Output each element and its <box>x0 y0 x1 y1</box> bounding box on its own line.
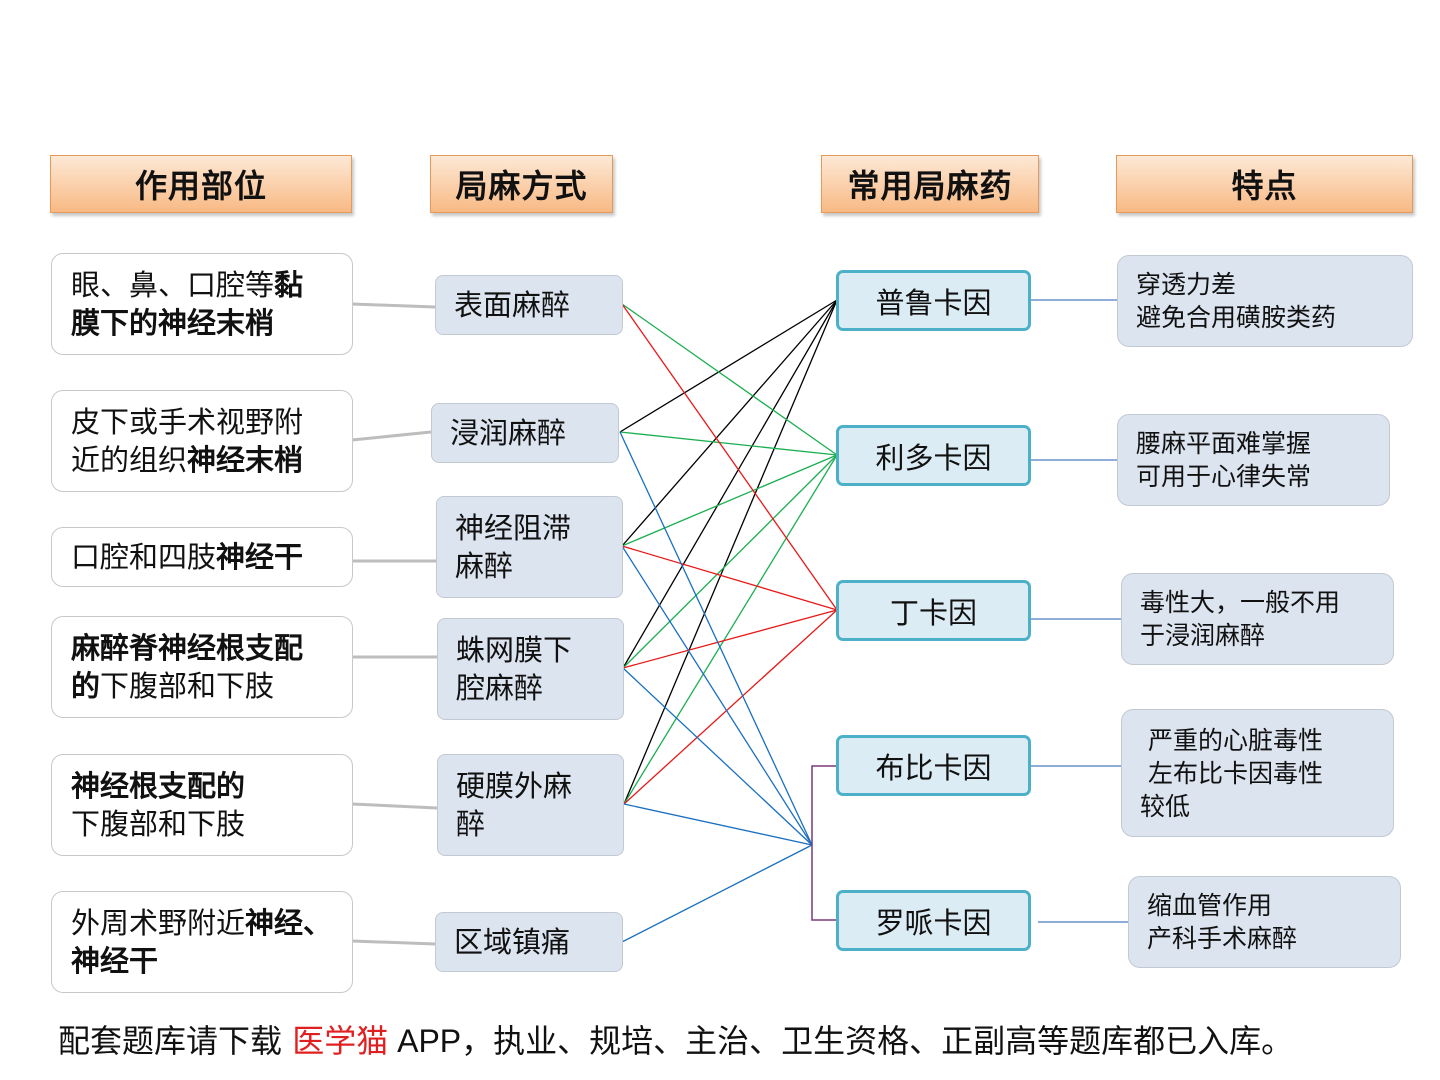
header-site: 作用部位 <box>50 155 352 213</box>
lidocaine-link-line <box>621 454 838 547</box>
site-box-mucosa: 眼、鼻、口腔等黏 膜下的神经末梢 <box>51 253 353 355</box>
feature-procaine: 穿透力差 避免合用磺胺类药 <box>1117 255 1413 347</box>
method-label: 神经阻滞 <box>455 511 572 545</box>
site-box-nerve-root: 神经根支配的 下腹部和下肢 <box>51 754 353 856</box>
header-method: 局麻方式 <box>430 155 613 213</box>
site-text-bold: 神经、 <box>245 906 333 940</box>
site-text-bold: 黏 <box>274 268 304 302</box>
tetracaine-link-line <box>621 545 838 611</box>
method-label: 浸润麻醉 <box>450 416 567 450</box>
feature-tetracaine: 毒性大，一般不用 于浸润麻醉 <box>1121 573 1394 665</box>
bupivacaine-ropivacaine-link-line <box>621 545 813 846</box>
feature-ropivacaine: 缩血管作用 产科手术麻醉 <box>1128 876 1401 968</box>
lidocaine-link-line <box>619 431 838 456</box>
method-label: 表面麻醉 <box>454 288 571 322</box>
method-regional: 区域镇痛 <box>435 912 623 972</box>
site-box-spinal-root: 麻醉脊神经根支配 的下腹部和下肢 <box>51 616 353 718</box>
footer-app-text: APP <box>388 1023 462 1059</box>
lidocaine-link-line <box>622 454 838 669</box>
tetracaine-link-line <box>623 609 838 805</box>
footer-promo: 配套题库请下载 医学猫 APP，执业、规培、主治、卫生资格、正副高等题库都已入库… <box>58 1016 1440 1062</box>
method-infiltration: 浸润麻醉 <box>431 403 619 463</box>
feature-lidocaine: 腰麻平面难掌握 可用于心律失常 <box>1117 414 1390 506</box>
site-text-bold: 的 <box>71 669 101 703</box>
procaine-link-line <box>622 299 838 669</box>
site-text-bold: 神经根支配的 <box>71 769 246 803</box>
feature-line: 穿透力差 <box>1136 270 1237 299</box>
site-text: 皮下或手术视野附 <box>71 405 304 439</box>
drug-procaine: 普鲁卡因 <box>836 270 1031 331</box>
feature-line: 严重的心脏毒性 <box>1140 725 1323 755</box>
site-box-nerve-trunk: 口腔和四肢神经干 <box>51 527 353 587</box>
drug-lidocaine: 利多卡因 <box>836 425 1031 486</box>
site-method-connector <box>351 939 436 946</box>
site-text: 下腹部和下肢 <box>71 807 246 841</box>
lidocaine-link-line <box>623 454 838 805</box>
site-text: 外周术野附近 <box>71 906 246 940</box>
feature-line: 缩血管作用 <box>1147 891 1273 920</box>
feature-line: 避免合用磺胺类药 <box>1136 303 1337 332</box>
drug-group-bracket <box>811 765 836 921</box>
site-box-subcutaneous: 皮下或手术视野附 近的组织神经末梢 <box>51 390 353 492</box>
tetracaine-link-line <box>621 303 838 611</box>
bupivacaine-ropivacaine-link-line <box>621 844 813 943</box>
feature-line: 较低 <box>1140 791 1191 821</box>
method-nerve-block: 神经阻滞麻醉 <box>436 496 623 598</box>
method-label: 蛛网膜下 <box>456 633 573 667</box>
site-method-connector <box>351 802 438 810</box>
site-method-connector <box>351 430 432 442</box>
procaine-link-line <box>619 299 838 433</box>
header-drug: 常用局麻药 <box>821 155 1039 213</box>
footer-text: ，执业、规培、主治、卫生资格、正副高等题库都已入库。 <box>461 1022 1294 1060</box>
method-label: 腔麻醉 <box>456 671 544 705</box>
site-text-bold: 膜下的神经末梢 <box>71 306 275 340</box>
feature-line: 于浸润麻醉 <box>1140 621 1266 650</box>
footer-text: 配套题库请下载 <box>58 1022 293 1060</box>
site-text-bold: 神经末梢 <box>187 443 304 477</box>
method-label: 区域镇痛 <box>454 925 571 959</box>
site-text-bold: 神经干 <box>71 944 159 978</box>
feature-line: 毒性大，一般不用 <box>1140 588 1341 617</box>
bupivacaine-ropivacaine-link-line <box>619 431 813 846</box>
bupivacaine-ropivacaine-link-line <box>623 803 813 846</box>
method-label: 硬膜外麻 <box>456 769 573 803</box>
lidocaine-link-line <box>621 303 838 456</box>
site-box-peripheral: 外周术野附近神经、 神经干 <box>51 891 353 993</box>
site-method-connector <box>351 302 436 309</box>
drug-tetracaine: 丁卡因 <box>836 580 1031 641</box>
method-surface: 表面麻醉 <box>435 275 623 335</box>
method-subarachnoid: 蛛网膜下腔麻醉 <box>437 618 624 720</box>
method-epidural: 硬膜外麻醉 <box>437 754 624 856</box>
site-text: 下腹部和下肢 <box>100 669 275 703</box>
feature-line: 腰麻平面难掌握 <box>1136 429 1312 458</box>
drug-bupivacaine: 布比卡因 <box>836 735 1031 796</box>
tetracaine-link-line <box>622 609 838 669</box>
bupivacaine-ropivacaine-link-line <box>622 667 813 846</box>
method-label: 醉 <box>456 807 486 841</box>
site-text: 口腔和四肢 <box>71 540 217 574</box>
site-text-bold: 麻醉脊神经根支配 <box>71 631 304 665</box>
procaine-link-line <box>623 299 838 805</box>
procaine-link-line <box>621 299 838 547</box>
header-feature: 特点 <box>1116 155 1413 213</box>
feature-line: 可用于心律失常 <box>1136 462 1312 491</box>
drug-ropivacaine: 罗哌卡因 <box>836 890 1031 951</box>
method-label: 麻醉 <box>455 549 514 583</box>
site-text-bold: 神经干 <box>216 540 304 574</box>
site-text: 眼、鼻、口腔等 <box>71 268 275 302</box>
site-text: 近的组织 <box>71 443 188 477</box>
feature-line: 产科手术麻醉 <box>1147 924 1298 953</box>
footer-brand-link[interactable]: 医学猫 <box>292 1022 389 1060</box>
feature-line: 左布比卡因毒性 <box>1140 758 1323 788</box>
feature-bupivacaine: 严重的心脏毒性 左布比卡因毒性 较低 <box>1121 709 1394 837</box>
